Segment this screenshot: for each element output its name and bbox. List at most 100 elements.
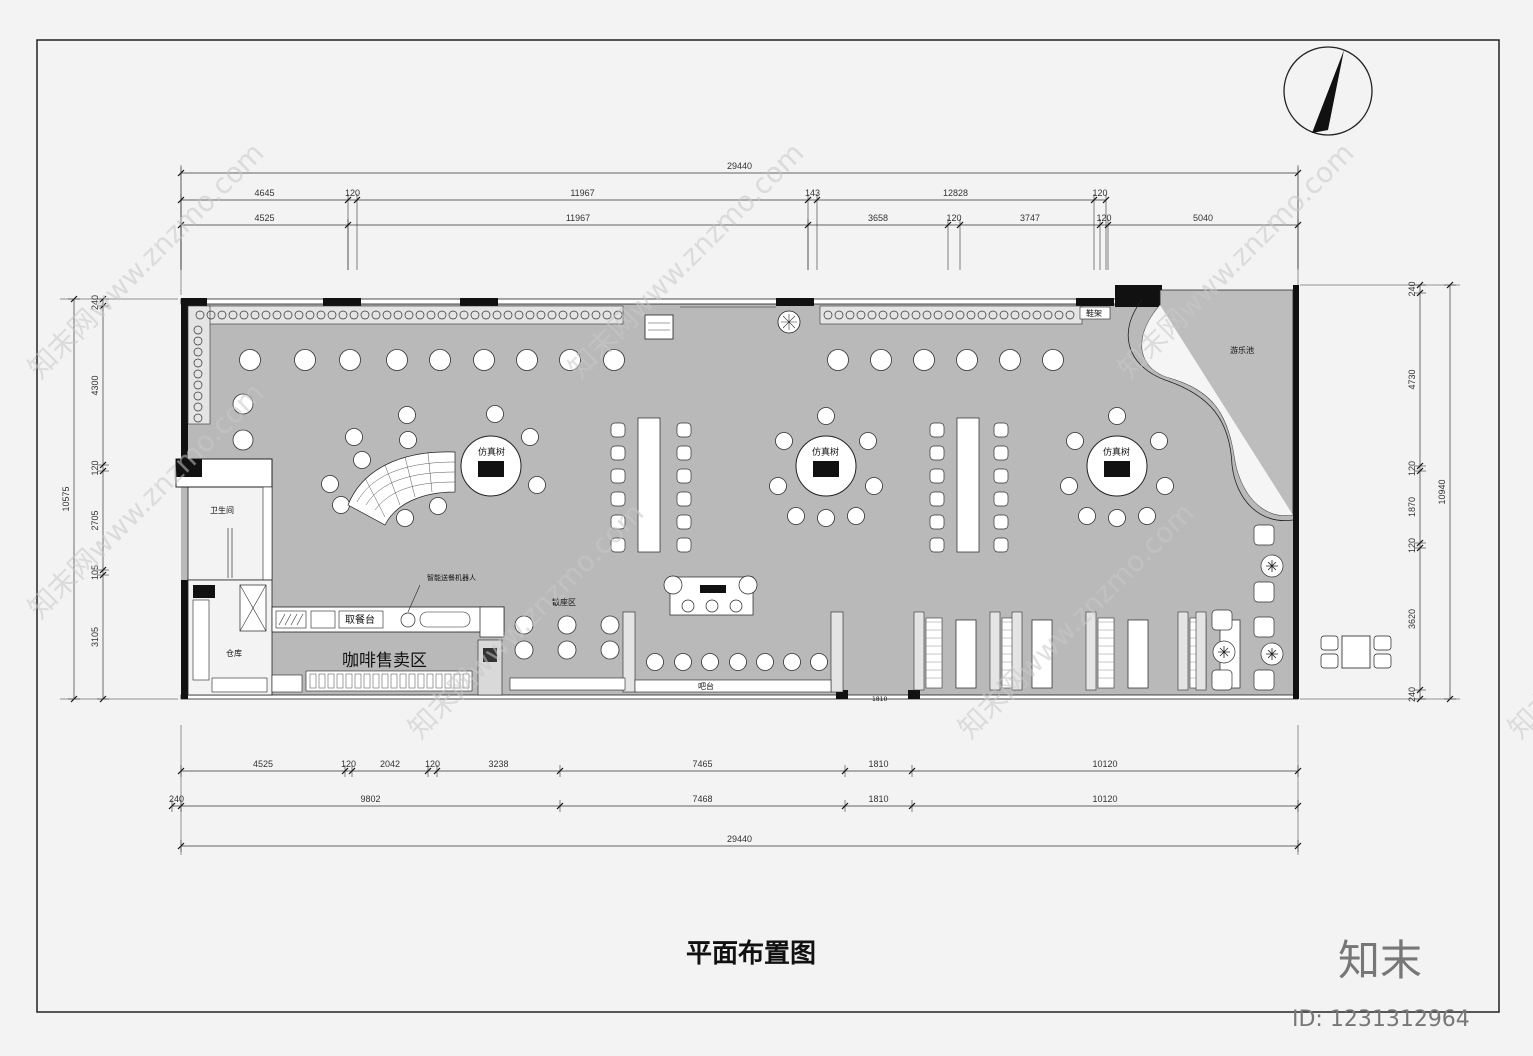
dim-top-row1-tick — [804, 196, 812, 204]
stool — [321, 475, 339, 493]
stool — [1078, 507, 1096, 525]
stool — [1066, 432, 1084, 450]
cushion — [1253, 581, 1275, 603]
plant-icon — [1266, 648, 1278, 660]
chair — [610, 514, 626, 530]
dim-bottom-row1-value: 3238 — [488, 759, 508, 769]
chair — [610, 491, 626, 507]
chair — [929, 514, 945, 530]
stool — [557, 615, 577, 635]
plant-icon — [867, 310, 877, 320]
plant-icon — [250, 310, 260, 320]
potted-plant-icon — [777, 310, 801, 334]
plant-icon — [988, 310, 998, 320]
plant-icon — [1021, 310, 1031, 320]
planter-plants — [193, 310, 1075, 423]
dim-right-parts-tick — [1416, 686, 1424, 694]
stool — [232, 393, 254, 415]
plant-icon — [448, 310, 458, 320]
stool — [870, 349, 892, 371]
plant-icon — [459, 310, 469, 320]
plant-icon — [193, 369, 203, 379]
plant-icon — [591, 310, 601, 320]
stool — [865, 477, 883, 495]
stool — [600, 640, 620, 660]
plant-icon — [193, 402, 203, 412]
dim-top-row1-tick — [1090, 196, 1098, 204]
dim-top-row2-value: 3747 — [1020, 213, 1040, 223]
dim-right-parts-tick — [1416, 539, 1424, 547]
plant-icon — [889, 310, 899, 320]
bar-counter — [509, 611, 844, 693]
plant-icon — [856, 310, 866, 320]
side-cushions — [1211, 524, 1284, 691]
plant-icon — [955, 310, 965, 320]
stool — [817, 509, 835, 527]
stool — [294, 349, 316, 371]
dim-right-parts-tick — [1416, 544, 1424, 552]
plant-icon — [514, 310, 524, 320]
bar-label: 吧台 — [698, 681, 714, 691]
plant-icon — [193, 358, 203, 368]
stool — [429, 497, 447, 515]
plant-icon — [999, 310, 1009, 320]
display-case — [309, 673, 470, 689]
stool — [729, 653, 747, 671]
plant-icon — [481, 310, 491, 320]
dim-right-total-value: 10940 — [1437, 479, 1447, 504]
dim-bottom-row1-value: 120 — [425, 759, 440, 769]
dim-top-row1-tick — [353, 196, 361, 204]
coffee-counter — [271, 606, 505, 696]
chair — [929, 537, 945, 553]
dim-top-total-value: 29440 — [727, 161, 752, 171]
display-slot — [462, 673, 470, 689]
dim-top-row1-tick — [344, 196, 352, 204]
dim-top-row1-value: 143 — [805, 188, 820, 198]
stool — [701, 653, 719, 671]
stool — [528, 476, 546, 494]
stool — [1150, 432, 1168, 450]
dim-bottom-row1-tick — [841, 767, 849, 775]
stool — [345, 428, 363, 446]
dim-bottom-row1-tick — [908, 767, 916, 775]
dim-top-row1-value: 4645 — [254, 188, 274, 198]
chair — [993, 514, 1009, 530]
shoe-shelf — [1079, 306, 1111, 320]
dim-bottom-total-value: 29440 — [727, 834, 752, 844]
dim-bottom-row1-value: 1810 — [868, 759, 888, 769]
stool — [396, 509, 414, 527]
plant-icon — [823, 310, 833, 320]
plant-icon — [569, 310, 579, 320]
display-slot — [453, 673, 461, 689]
drawing-title: 平面布置图 — [686, 939, 816, 969]
plant-icon — [1054, 310, 1064, 320]
stool — [603, 349, 625, 371]
dim-right-parts-tick — [1416, 467, 1424, 475]
dim-left-parts-value: 105 — [90, 565, 100, 580]
plant-icon — [1043, 310, 1053, 320]
stool — [1138, 507, 1156, 525]
stool — [516, 349, 538, 371]
plant-icon — [327, 310, 337, 320]
plant-icon — [1010, 310, 1020, 320]
dim-bottom-row1-tick — [556, 767, 564, 775]
plant-icon — [933, 310, 943, 320]
long-table-2 — [956, 417, 980, 553]
plant-icon — [294, 310, 304, 320]
planter-strip-right — [819, 305, 1083, 325]
stool — [429, 349, 451, 371]
dim-top-row1-tick — [813, 196, 821, 204]
tree-tables — [460, 435, 1148, 497]
plant-icon — [911, 310, 921, 320]
plant-icon — [305, 310, 315, 320]
dim-top-row2-tick — [804, 221, 812, 229]
stool — [787, 507, 805, 525]
stool — [956, 349, 978, 371]
chair — [993, 445, 1009, 461]
pickup-counter-label: 取餐台 — [345, 613, 375, 626]
dim-left-parts-tick — [99, 461, 107, 469]
dim-top-row2-value: 4525 — [254, 213, 274, 223]
plant-icon — [404, 310, 414, 320]
outdoor-table-set — [1320, 635, 1392, 669]
